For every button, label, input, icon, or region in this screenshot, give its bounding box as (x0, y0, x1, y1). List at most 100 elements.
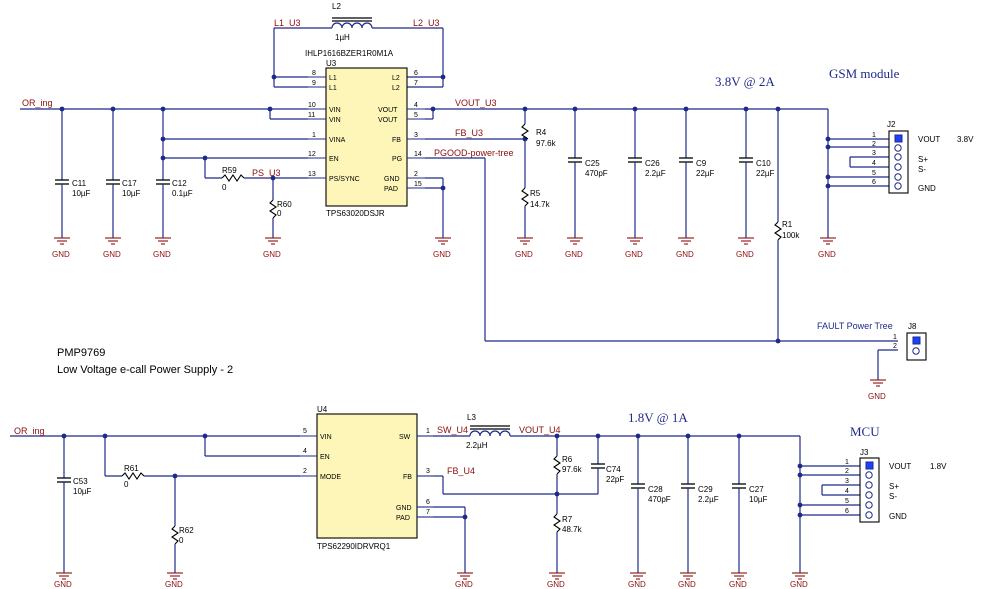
label-text: PAD (384, 186, 398, 193)
label-text: 4 (303, 448, 307, 455)
label-text: 10µF (72, 189, 91, 198)
label-text: 3 (426, 468, 430, 475)
label-text: S+ (918, 155, 928, 164)
label-text: R60 (277, 200, 292, 209)
label-text: GND (818, 250, 836, 259)
label-text: 10µF (749, 495, 768, 504)
inductor-coil (331, 22, 373, 29)
label-text: VIN (329, 117, 341, 124)
label-text: 48.7k (562, 525, 583, 534)
label-text: 10µF (122, 189, 141, 198)
gnd-symbol: GND (625, 237, 643, 259)
label-text: GND (676, 250, 694, 259)
label-text: L2 (392, 85, 400, 92)
label-text: L2 (392, 75, 400, 82)
label-text: 100k (782, 231, 800, 240)
label-text: 2 (845, 468, 849, 475)
label-text: C29 (698, 485, 713, 494)
label-text: 5 (872, 170, 876, 177)
label-text: GND (547, 580, 565, 589)
gnd-symbol: GND (455, 572, 473, 589)
gnd-symbol: GND (433, 237, 451, 259)
label-text: L2 (332, 2, 341, 11)
junction-dot (440, 74, 446, 80)
label-text: EN (320, 454, 330, 461)
label-text: 3.8V (957, 135, 974, 144)
module-gsm: GSM module (829, 66, 900, 81)
label-text: C17 (122, 179, 137, 188)
module-mcu: MCU (850, 424, 880, 439)
resistor-zigzag (521, 187, 529, 207)
capacitor-c28: C28 470pF (631, 433, 671, 573)
junction-dot (865, 471, 873, 479)
label-text: 470pF (585, 169, 608, 178)
label-text: J3 (860, 448, 869, 457)
label-text: GND (678, 580, 696, 589)
bottom-section: OR_ing C53 10µF R61 0 R62 0 (10, 405, 947, 573)
label-text: L1 (329, 75, 337, 82)
label-text: 22pF (606, 475, 624, 484)
label-text: SW (399, 434, 411, 441)
label-text: R6 (562, 455, 573, 464)
gnd-symbol: GND (818, 237, 836, 259)
label-text: PG (392, 156, 402, 163)
label-text: GND (628, 580, 646, 589)
label-text: 2 (414, 171, 418, 178)
label-text: PAD (396, 515, 410, 522)
label-text: R61 (124, 464, 139, 473)
junction-dot (160, 155, 166, 161)
label-text: FB (403, 474, 412, 481)
label-text: C53 (73, 477, 88, 486)
label-text: 7 (414, 80, 418, 87)
label-text: 2.2µF (645, 169, 666, 178)
label-text: J2 (887, 120, 896, 129)
label-text: GND (729, 580, 747, 589)
inductor-l2: L2 1µH IHLP1616BZER1R0M1A (305, 2, 394, 58)
resistor-r62: R62 0 (171, 476, 194, 573)
component-body (894, 134, 903, 143)
label-text: R59 (222, 166, 237, 175)
component-body (865, 461, 874, 470)
label-text: GND (433, 250, 451, 259)
capacitor-c74: C74 22pF (591, 433, 624, 494)
component-body (325, 67, 408, 207)
label-text: GND (736, 250, 754, 259)
label-text: 97.6k (536, 139, 557, 148)
label-text: GND (625, 250, 643, 259)
label-text: L3 (467, 413, 476, 422)
label-text: C28 (648, 485, 663, 494)
label-text: 1 (845, 459, 849, 466)
capacitor-c27: C27 10µF (732, 433, 768, 573)
capacitor-c25: C25 470pF (568, 106, 608, 238)
label-text: GND (165, 580, 183, 589)
gnd-symbol: GND (736, 237, 754, 259)
label-text: EN (329, 156, 339, 163)
title-description: Low Voltage e-call Power Supply - 2 (57, 364, 233, 376)
gnd-symbol: GND (790, 572, 808, 589)
component-body (906, 332, 927, 361)
resistor-zigzag (171, 525, 179, 545)
label-text: 1 (872, 132, 876, 139)
capacitor-c9: C9 22µF (679, 106, 715, 238)
junction-dot (865, 511, 873, 519)
label-text: 8 (312, 70, 316, 77)
label-text: 3 (414, 132, 418, 139)
label-text: C26 (645, 159, 660, 168)
label-text: GND (263, 250, 281, 259)
label-text: TPS62290IDRVRQ1 (317, 542, 391, 551)
label-text: GND (889, 512, 907, 521)
title-part-number: PMP9769 (57, 347, 105, 359)
gnd-symbol: GND (103, 237, 121, 259)
label-text: C27 (749, 485, 764, 494)
gnd-symbol: GND (678, 572, 696, 589)
label-text: FB (392, 137, 401, 144)
resistor-r6: R6 97.6k (553, 436, 583, 494)
label-text: 3 (872, 150, 876, 157)
label-text: GND (103, 250, 121, 259)
label-text: 6 (845, 508, 849, 515)
component-body (859, 457, 880, 523)
net-label-l1-u3: L1_U3 (274, 18, 301, 28)
label-text: 14.7k (530, 200, 551, 209)
label-text: 1.8V (930, 462, 947, 471)
